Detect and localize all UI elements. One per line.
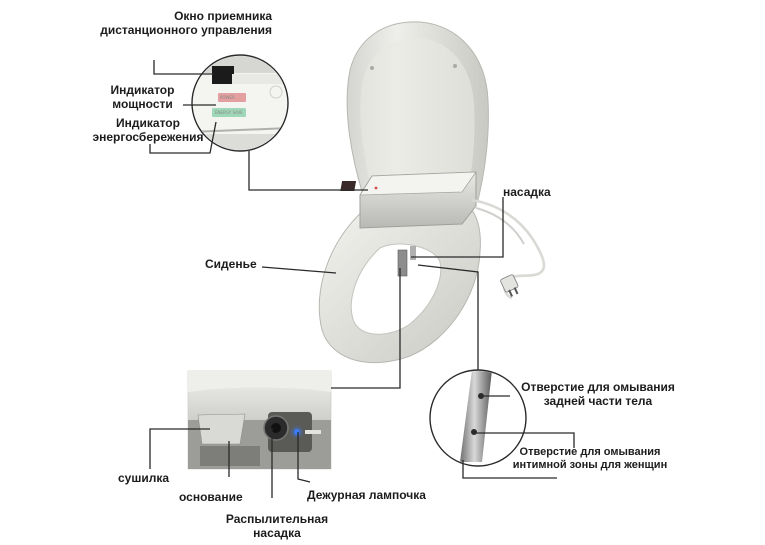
toilet-seat-illustration <box>318 21 546 364</box>
power-plug <box>500 274 519 297</box>
leader-energy-indicator <box>149 121 217 154</box>
label-nozzle: насадка <box>503 185 551 199</box>
label-feminine-wash-hole-line1: Отверстие для омывания <box>519 446 661 458</box>
label-seat: Сиденье <box>205 257 257 271</box>
label-power-indicator-line1: Индикатор <box>110 83 175 97</box>
leader-lines <box>149 60 575 498</box>
leader-night-light <box>297 432 311 483</box>
control-panel-zoom: POWER ENERGY SAVE <box>191 54 289 152</box>
label-power-indicator-line2: мощности <box>112 97 173 111</box>
seat-hole <box>350 243 442 335</box>
label-dryer: сушилка <box>118 471 170 485</box>
leader-seat <box>261 266 337 274</box>
label-base: основание <box>179 490 243 504</box>
leader-photo-to-nozzle <box>331 268 401 389</box>
label-spray-nozzle: Распылительная насадка <box>222 512 332 540</box>
label-energy-indicator-line2: энергосбережения <box>92 130 204 144</box>
label-remote-window: Окно приемника дистанционного управления <box>60 9 272 37</box>
label-night-light: Дежурная лампочка <box>307 488 426 502</box>
svg-text:ENERGY SAVE: ENERGY SAVE <box>215 110 243 115</box>
wand-zoom <box>429 369 527 467</box>
leader-nozzle <box>411 197 504 258</box>
label-feminine-wash-hole: Отверстие для омывания интимной зоны для… <box>505 446 675 472</box>
label-rear-wash-hole-line1: Отверстие для омывания <box>521 380 675 394</box>
svg-text:POWER: POWER <box>220 95 235 100</box>
label-feminine-wash-hole-line2: интимной зоны для женщин <box>512 459 668 471</box>
leader-feminine-hole-2 <box>462 460 557 479</box>
label-spray-nozzle-line2: насадка <box>253 526 301 540</box>
leader-wand <box>417 264 479 370</box>
label-spray-nozzle-line1: Распылительная <box>225 512 329 526</box>
leader-feminine-hole <box>474 432 575 448</box>
label-remote-window-line2: дистанционного управления <box>100 23 272 37</box>
bottom-view-photo <box>187 370 332 470</box>
label-remote-window-line1: Окно приемника <box>174 9 272 23</box>
label-power-indicator: Индикатор мощности <box>100 83 185 111</box>
leader-remote-window <box>153 60 214 75</box>
label-energy-indicator-line1: Индикатор <box>116 116 180 130</box>
label-energy-indicator: Индикатор энергосбережения <box>78 116 218 144</box>
label-rear-wash-hole: Отверстие для омывания задней части тела <box>508 380 688 408</box>
leader-dryer <box>149 428 210 469</box>
label-rear-wash-hole-line2: задней части тела <box>543 394 653 408</box>
leader-panel-to-box <box>248 151 368 191</box>
